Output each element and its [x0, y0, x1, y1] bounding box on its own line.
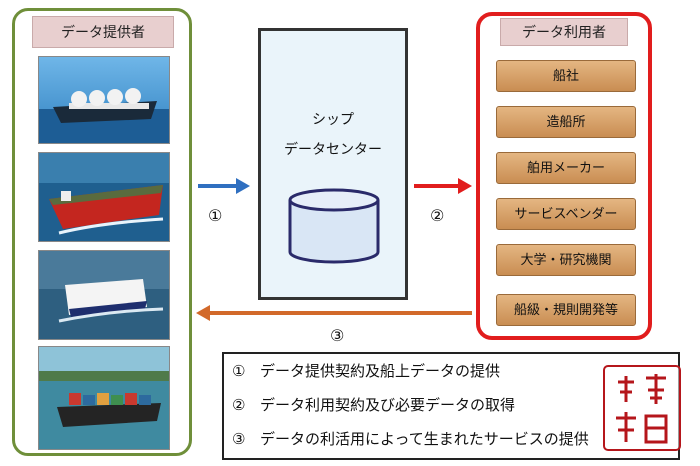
- legend-item-1-text: データ提供契約及船上データの提供: [260, 362, 501, 380]
- lng-carrier-photo: [38, 56, 170, 144]
- legend-item-1-num: ①: [232, 362, 246, 380]
- data-provider-title: データ提供者: [32, 16, 174, 48]
- arrow-2: [414, 178, 472, 194]
- arrow-2-label: ②: [430, 206, 445, 225]
- database-cylinder-icon: [288, 188, 380, 264]
- user-marine-maker: 舶用メーカー: [496, 152, 636, 184]
- center-line-1: シップ: [312, 112, 354, 128]
- legend-item-3-text: データの利活用によって生まれたサービスの提供: [260, 430, 589, 448]
- arrow-1: [198, 178, 250, 194]
- tanker-photo: [38, 152, 170, 242]
- legend-item-3-num: ③: [232, 430, 246, 448]
- user-classification-society: 船級・規則開発等: [496, 294, 636, 326]
- user-shipping-company: 船社: [496, 60, 636, 92]
- legend-item-3: ③ データの利活用によって生まれたサービスの提供: [232, 428, 672, 449]
- user-university-research: 大学・研究機関: [496, 244, 636, 276]
- legend-item-2: ② データ利用契約及び必要データの取得: [232, 394, 672, 415]
- user-shipyard: 造船所: [496, 106, 636, 138]
- ship-data-center-title: シップ データセンター: [258, 105, 408, 165]
- legend-item-1: ① データ提供契約及船上データの提供: [232, 360, 672, 381]
- arrow-3: [196, 305, 472, 321]
- data-user-title: データ利用者: [500, 18, 628, 46]
- center-line-2: データセンター: [284, 142, 382, 158]
- user-service-vendor: サービスベンダー: [496, 198, 636, 230]
- container-ship-photo: [38, 346, 170, 450]
- arrow-3-label: ③: [330, 326, 345, 345]
- legend-item-2-text: データ利用契約及び必要データの取得: [260, 396, 516, 414]
- arrow-1-label: ①: [208, 206, 223, 225]
- legend-item-2-num: ②: [232, 396, 246, 414]
- watermark-stamp: [603, 365, 681, 451]
- car-carrier-photo: [38, 250, 170, 340]
